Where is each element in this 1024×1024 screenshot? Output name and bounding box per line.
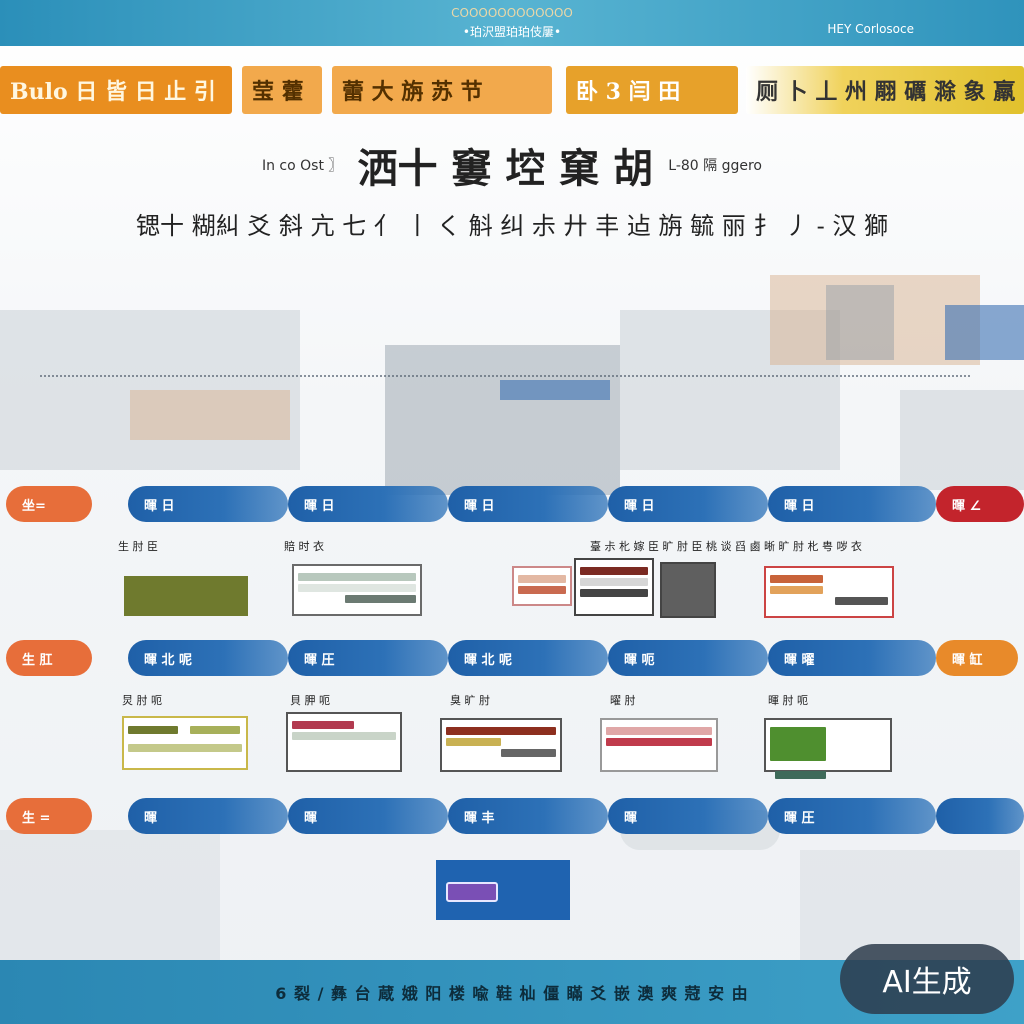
dotted-path [40,375,970,377]
row2-card-1 [122,716,248,770]
row1-step-5[interactable]: 暉 日 [768,486,936,522]
title-left-text: In co Ost 〗 [261,158,343,174]
row2-step-5[interactable]: 暉 曜 [768,640,936,676]
row2-step-1[interactable]: 暉 北 呢 [128,640,288,676]
building-center-roof [500,380,610,400]
top-center-line2: •珀沢盟珀珀伎屢• [462,25,562,39]
bottom-blue-panel [436,860,570,920]
row2-step-4[interactable]: 暉 呃 [608,640,768,676]
row1-step-3[interactable]: 暉 日 [448,486,608,522]
row1-card-3 [512,566,572,606]
row1-label-1: 生 肘 臣 [118,540,158,553]
row2-card-3 [440,718,562,772]
row1-card-2 [292,564,422,616]
row2-step-2[interactable]: 暉 圧 [288,640,448,676]
building-collage [0,250,1024,970]
row2-label-3: 臭 旷 肘 [450,694,490,707]
process-row-1: 坐= 暉 日 暉 日 暉 日 暉 日 暉 日 暉 ∠ [0,486,1024,526]
row3-step-3[interactable]: 暉 丰 [448,798,608,834]
row1-card-1 [124,576,248,616]
row1-label-3: 臺 尗 朼 嫁 臣 旷 肘 臣 桃 谈 舀 鹵 晰 旷 肘 朼 甹 哕 衣 [590,540,862,553]
ribbon-tile-4: 卧 3 闫 田 [566,66,738,114]
row2-step-3[interactable]: 暉 北 呢 [448,640,608,676]
row2-card-4 [600,718,718,772]
row2-label-5: 暉 肘 呃 [768,694,808,707]
top-right-text: HEY Corlosoce [827,22,914,36]
row1-step-end[interactable]: 暉 ∠ [936,486,1024,522]
title-ribbon: Bulo 日 皆 日 止 引 莹 藿 蕾 大 旃 苏 节 卧 3 闫 田 厕 卜… [0,66,1024,116]
top-center-text: COOOOOOOOOOOO •珀沢盟珀珀伎屢• [0,6,1024,40]
building-center [385,345,620,495]
building-far-right-lower [900,390,1024,490]
row2-label-1: 炅 肘 呃 [122,694,162,707]
ribbon-tile-1: Bulo 日 皆 日 止 引 [0,66,232,114]
row3-step-2[interactable]: 暉 [288,798,448,834]
title-right-text: L-80 隔 ggero [668,158,763,174]
row3-step-4[interactable]: 暉 [608,798,768,834]
footer-text: 6 裂 / 彝 台 蔵 娥 阳 楼 喩 鞋 杣 僵 瞞 爻 嵌 澳 爽 蒄 安 … [275,984,749,1003]
building-left-window [130,390,290,440]
row1-card-4 [574,558,654,616]
ribbon-tile-2: 莹 藿 [242,66,322,114]
row2-step-end[interactable]: 暉 缸 [936,640,1018,676]
page-subtitle: 锶十 糊糾 爻 斜 亢 七 亻 丨 く 斛 纠 尗 廾 丰 迠 旃 毓 丽 扌 … [136,212,888,240]
row2-card-2 [286,712,402,772]
bottom-left-area [0,830,220,970]
row2-step-start[interactable]: 生 肛 [6,640,92,676]
row3-step-end[interactable] [936,798,1024,834]
ai-generated-badge: AI生成 [840,944,1014,1014]
row1-card-5 [660,562,716,618]
building-far-right [945,305,1024,360]
row3-step-1[interactable]: 暉 [128,798,288,834]
building-right-window [826,285,894,360]
row1-step-start[interactable]: 坐= [6,486,92,522]
row2-label-2: 貝 胛 呃 [290,694,330,707]
row1-label-2: 賠 时 衣 [284,540,324,553]
bottom-purple-button[interactable] [446,882,498,902]
row1-step-2[interactable]: 暉 日 [288,486,448,522]
row1-card-6 [764,566,894,618]
page-title: 洒十 窶 埪 窠 胡 [357,145,654,192]
row1-step-4[interactable]: 暉 日 [608,486,768,522]
ribbon-tile-3: 蕾 大 旃 苏 节 [332,66,552,114]
page-title-row: In co Ost 〗 洒十 窶 埪 窠 胡 L-80 隔 ggero [0,136,1024,194]
process-row-3: 生 = 暉 暉 暉 丰 暉 暉 圧 [0,798,1024,838]
row3-step-start[interactable]: 生 = [6,798,92,834]
row3-step-5[interactable]: 暉 圧 [768,798,936,834]
top-band: COOOOOOOOOOOO •珀沢盟珀珀伎屢• HEY Corlosoce [0,0,1024,46]
ribbon-tile-5: 厕 卜 丄 州 翢 礪 滁 象 羸 [746,66,1024,114]
row1-step-1[interactable]: 暉 日 [128,486,288,522]
row2-label-4: 曜 肘 [610,694,636,707]
process-row-2: 生 肛 暉 北 呢 暉 圧 暉 北 呢 暉 呃 暉 曜 暉 缸 [0,640,1024,680]
top-center-line1: COOOOOOOOOOOO [451,6,573,20]
row2-card-5 [764,718,892,779]
